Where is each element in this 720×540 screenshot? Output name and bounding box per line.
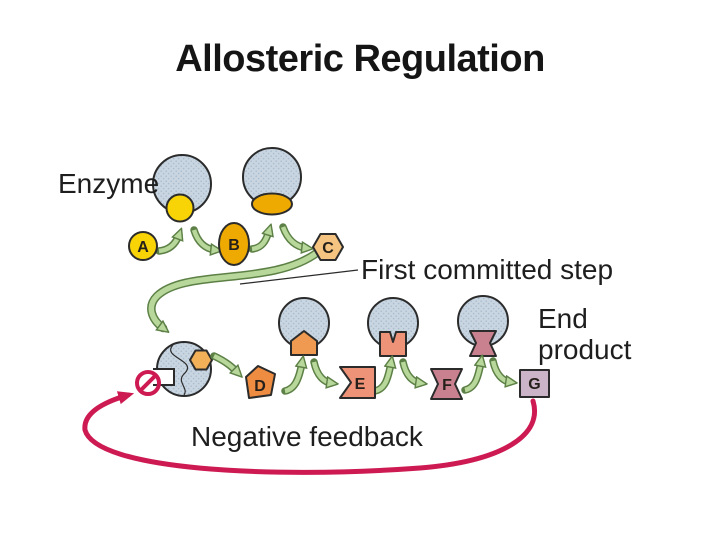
- allosteric-site-bound-product: [189, 349, 213, 371]
- metabolite-a: [128, 231, 158, 261]
- metabolite-a-label: A: [137, 239, 149, 256]
- enzyme-1-active-site-substrate-a: [165, 193, 195, 223]
- slide-title: Allosteric Regulation: [175, 38, 545, 80]
- end-product-label: End product: [538, 303, 631, 365]
- arrow-allosteric-to-d: [213, 353, 237, 372]
- metabolite-d-label: D: [254, 378, 266, 395]
- arrow-f-to-enzyme5: [464, 362, 481, 393]
- metabolite-g-label: G: [528, 376, 540, 393]
- metabolite-b: [218, 222, 250, 266]
- first-committed-step-arrow: [148, 249, 320, 328]
- enzyme-label: Enzyme: [58, 168, 160, 199]
- metabolite-e-label: E: [355, 376, 366, 393]
- first-committed-step-label: First committed step: [361, 254, 614, 285]
- inhibition-circle: [135, 370, 161, 396]
- metabolite-c-label: C: [322, 240, 334, 257]
- negative-feedback-label: Negative feedback: [191, 421, 423, 452]
- arrow-a-to-enzyme1: [158, 235, 179, 254]
- metabolite-f-label: F: [442, 377, 452, 394]
- label-pointer-line: [239, 269, 359, 285]
- arrow-enzyme3-to-e: [311, 361, 331, 383]
- metabolite-c: [312, 233, 344, 261]
- allosteric-enzyme-strain-line: [170, 344, 188, 396]
- inhibition-slash: [138, 373, 158, 393]
- metabolite-e: [339, 366, 376, 399]
- metabolite-f: [430, 368, 463, 400]
- inhibition-icon: [135, 370, 161, 396]
- arrow-enzyme5-to-g: [490, 360, 510, 382]
- end-product-line1: End: [538, 303, 588, 334]
- metabolite-g-end-product: [519, 369, 550, 398]
- arrow-b-to-enzyme2: [251, 231, 269, 252]
- metabolite-d: [245, 365, 276, 399]
- arrow-e-to-enzyme4: [374, 363, 391, 394]
- metabolite-b-label: B: [228, 237, 240, 254]
- enzyme-5-active-site-substrate-f: [469, 330, 497, 357]
- arrow-d-to-enzyme3: [284, 363, 302, 394]
- end-product-line2: product: [538, 334, 632, 365]
- arrow-enzyme1-to-b: [191, 229, 215, 250]
- arrow-enzyme4-to-f: [400, 361, 420, 383]
- enzyme-3-active-site-substrate-d: [290, 330, 318, 356]
- distorted-active-site-notch-edge: [153, 368, 175, 386]
- enzyme-2-active-site-substrate-b: [251, 192, 293, 216]
- arrow-enzyme2-to-c: [280, 226, 306, 248]
- negative-feedback-arrow: [82, 391, 537, 475]
